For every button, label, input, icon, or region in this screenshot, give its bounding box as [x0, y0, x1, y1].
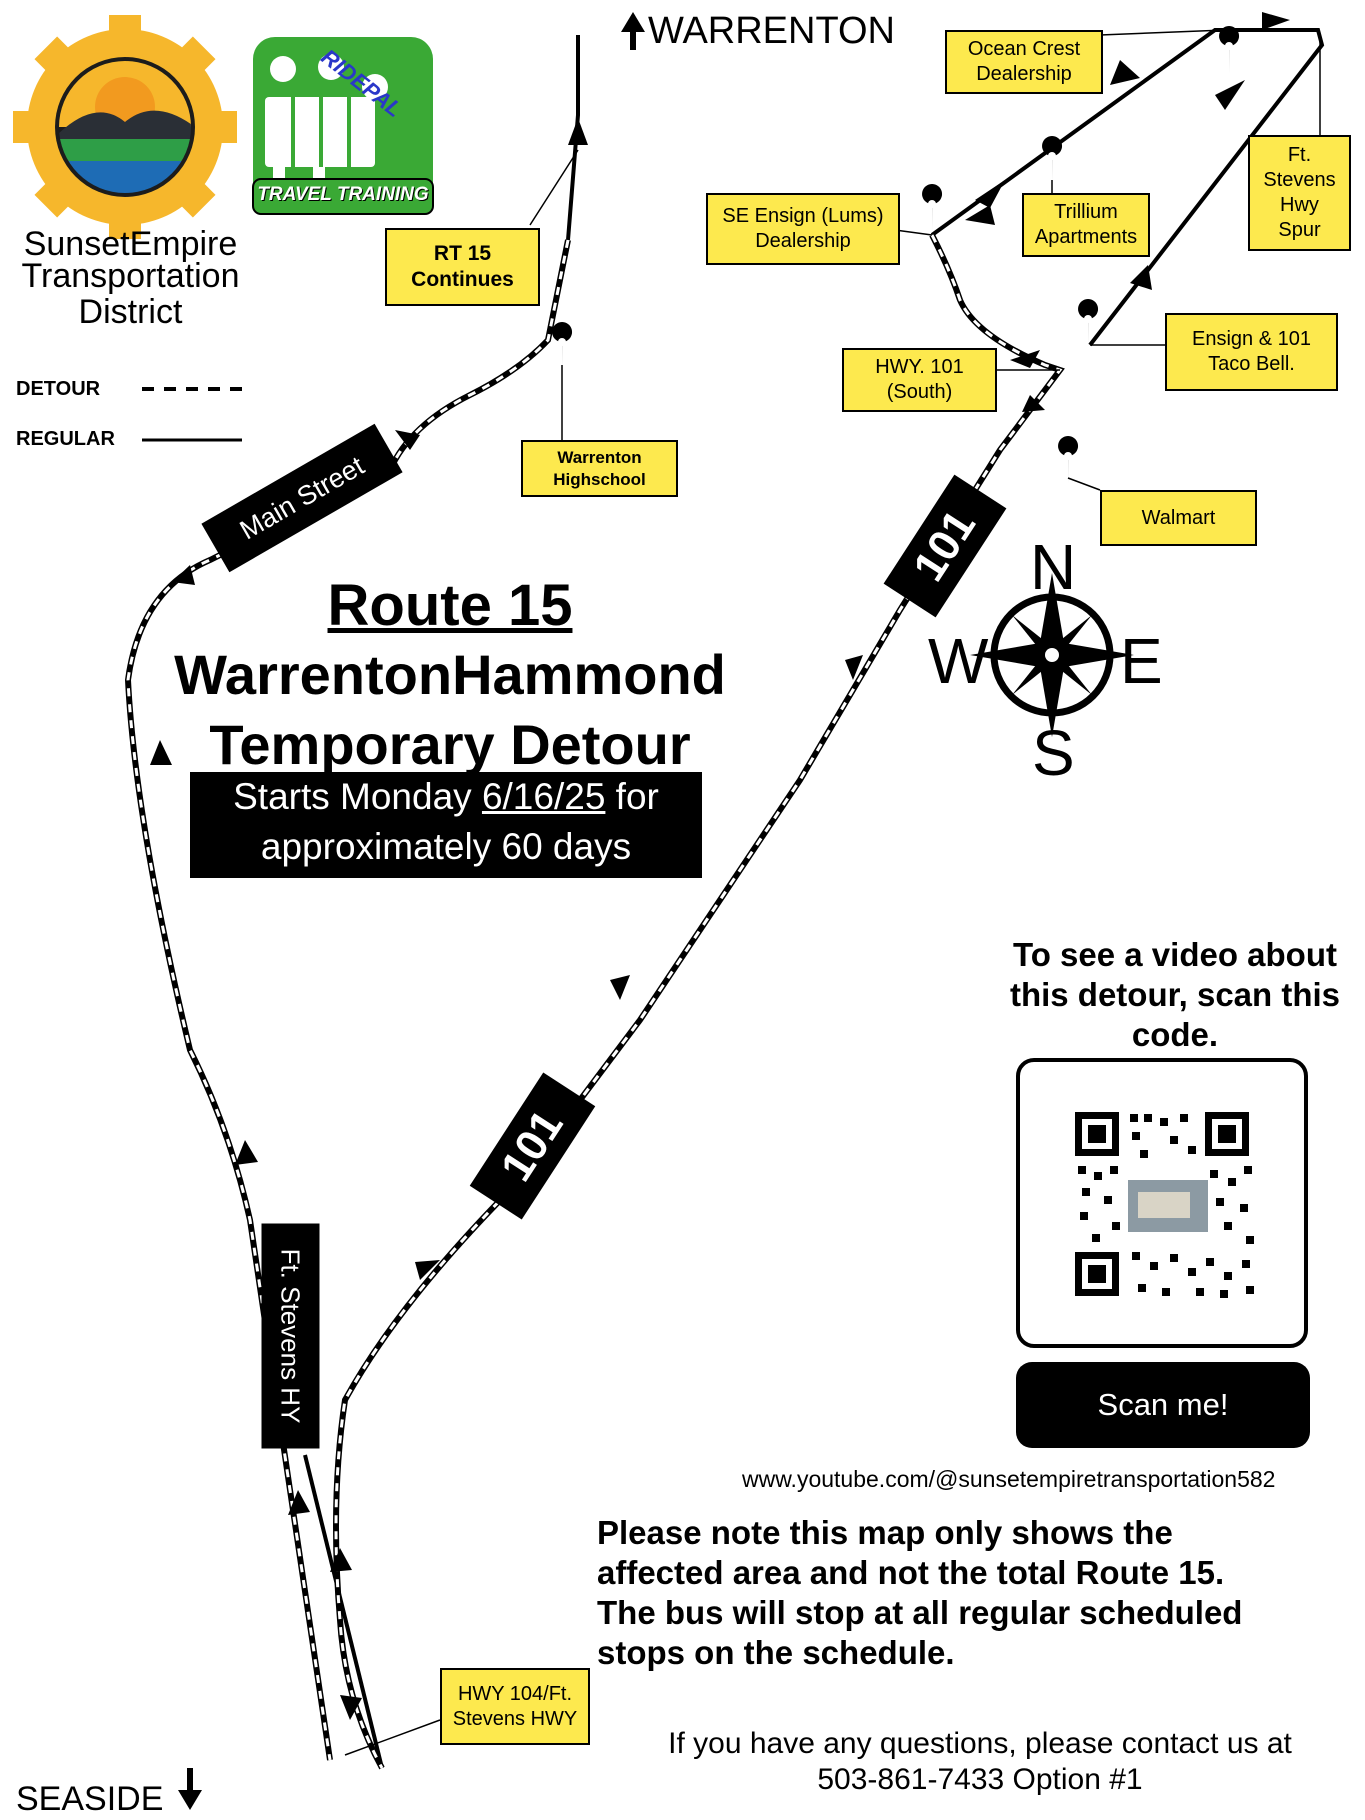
label-se-ensign-line2: Dealership [755, 230, 851, 252]
south-direction-label: SEASIDE [16, 1780, 164, 1818]
label-se-ensign: SE Ensign (Lums) Dealership [706, 193, 900, 265]
contact-phone: 503-861-7433 Option #1 [817, 1763, 1143, 1796]
label-spur-line3: Hwy [1280, 194, 1319, 216]
label-warrenton-hs-line1: Warrenton [557, 448, 642, 468]
route-title: Route 15 [327, 573, 573, 638]
location-pins [552, 26, 1240, 484]
start-prefix: Starts Monday [233, 776, 482, 817]
ridepal-footer-text: TRAVEL TRAINING [257, 184, 429, 205]
map-pin-icon [1042, 136, 1063, 184]
north-direction-label: WARRENTON [648, 10, 895, 52]
qr-code-frame[interactable] [1016, 1058, 1308, 1348]
compass-e: E [1120, 625, 1163, 697]
legend-detour-label: DETOUR [16, 378, 101, 400]
label-ensign-101: Ensign & 101 Taco Bell. [1165, 313, 1338, 391]
agency-name-line3: District [78, 293, 183, 331]
label-se-ensign-line1: SE Ensign (Lums) [722, 205, 884, 227]
label-ft-stevens-spur: Ft. Stevens Hwy Spur [1248, 135, 1351, 251]
label-hwy104-line2: Stevens HWY [452, 1707, 578, 1730]
contact-info: If you have any questions, please contac… [630, 1726, 1330, 1798]
label-hwy101-south-line1: HWY. 101 [875, 356, 964, 378]
map-pin-icon [1078, 299, 1099, 347]
start-date: 6/16/25 [481, 776, 606, 817]
label-ocean-crest: Ocean Crest Dealership [945, 30, 1103, 94]
compass-s: S [1032, 717, 1075, 789]
label-hwy101-south: HWY. 101 (South) [842, 348, 997, 412]
legend-lines [142, 387, 242, 442]
agency-name-line1: SunsetEmpire [23, 225, 238, 263]
label-ensign-101-line1: Ensign & 101 [1192, 328, 1311, 350]
map-pin-icon [1058, 436, 1079, 484]
road-ft-stevens: Ft. Stevens HY [261, 1223, 320, 1449]
label-hwy101-south-line2: (South) [886, 381, 953, 403]
direction-markers [178, 12, 645, 1810]
qr-prompt-line1: To see a video about [1013, 936, 1337, 973]
label-hwy104: HWY 104/Ft. Stevens HWY [440, 1668, 590, 1745]
label-trillium-line1: Trillium [1054, 201, 1118, 223]
label-hwy104-line1: HWY 104/Ft. [457, 1682, 573, 1705]
label-spur-line4: Spur [1278, 219, 1321, 241]
start-suffix: for [605, 776, 659, 817]
qr-code-icon [1075, 1112, 1254, 1298]
youtube-url[interactable]: www.youtube.com/@sunsetempiretransportat… [742, 1466, 1276, 1492]
label-leaders [344, 29, 1321, 1756]
scan-me-button[interactable]: Scan me! [1016, 1362, 1310, 1448]
map-note-line1: Please note this map only shows the [597, 1514, 1173, 1551]
map-note: Please note this map only shows the affe… [597, 1513, 1242, 1673]
label-trillium: Trillium Apartments [1022, 193, 1150, 257]
compass-n: N [1030, 531, 1077, 603]
agency-name-line2: Transportation [21, 257, 240, 295]
agency-name: SunsetEmpire Transportation District [8, 225, 253, 331]
label-warrenton-hs-line2: Highschool [553, 469, 646, 489]
qr-prompt-line2: this detour, scan this [1009, 976, 1341, 1013]
label-ocean-crest-line1: Ocean Crest [967, 38, 1081, 60]
map-note-line3: The bus will stop at all regular schedul… [597, 1594, 1243, 1631]
label-ocean-crest-line2: Dealership [976, 63, 1072, 85]
label-walmart: Walmart [1100, 490, 1257, 546]
legend-regular-label: REGULAR [16, 428, 115, 450]
regular-route [303, 28, 1325, 1769]
label-rt15-continues: RT 15 Continues [385, 228, 540, 306]
label-trillium-line2: Apartments [1034, 226, 1138, 248]
label-rt15-line1: RT 15 [433, 241, 492, 265]
map-pin-icon [922, 184, 943, 232]
qr-prompt-line3: code. [1131, 1016, 1219, 1053]
map-note-line4: stops on the schedule. [597, 1634, 955, 1671]
qr-prompt: To see a video about this detour, scan t… [990, 935, 1360, 1055]
detour-dates-box: Starts Monday 6/16/25 for approximately … [190, 772, 702, 878]
route-name: WarrentonHammond [174, 643, 726, 706]
compass-rose-icon [970, 573, 1134, 737]
compass-w: W [928, 625, 989, 697]
label-warrenton-highschool: Warrenton Highschool [521, 440, 678, 497]
ridepal-logo-icon [252, 37, 434, 215]
detour-title: Temporary Detour [209, 713, 691, 776]
label-ensign-101-line2: Taco Bell. [1208, 353, 1295, 375]
map-note-line2: affected area and not the total Route 15… [597, 1554, 1225, 1591]
detour-start-line: Starts Monday 6/16/25 for [190, 772, 702, 822]
label-spur-line1: Ft. [1287, 144, 1312, 166]
label-rt15-line2: Continues [411, 268, 514, 291]
direction-arrows [150, 12, 1290, 1720]
label-spur-line2: Stevens [1263, 169, 1336, 191]
detour-duration: approximately 60 days [260, 826, 632, 867]
contact-line1: If you have any questions, please contac… [668, 1727, 1292, 1760]
map-pin-icon [1219, 26, 1240, 74]
detour-route [124, 233, 1065, 1770]
agency-logo-icon [13, 15, 237, 239]
map-pin-icon [552, 322, 573, 370]
